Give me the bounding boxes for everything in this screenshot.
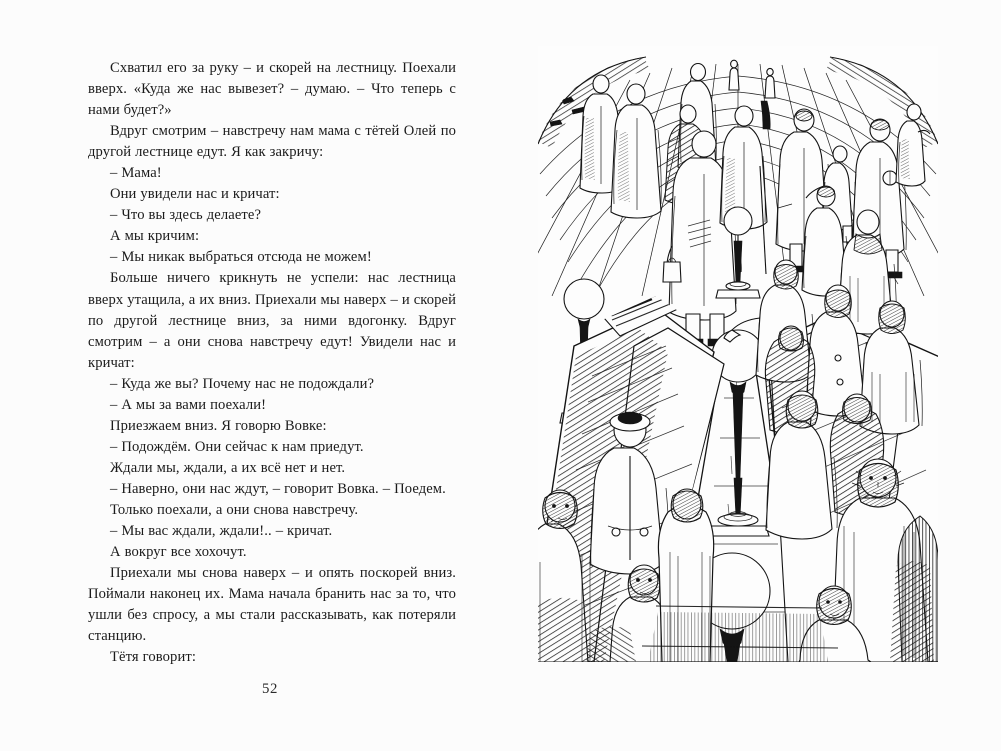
paragraph: Приехали мы снова наверх – и опять поско… — [88, 565, 456, 645]
paragraph: – А мы за вами поехали! — [110, 396, 267, 413]
paragraph: – Подождём. Они сейчас к нам приедут. — [110, 438, 364, 455]
paragraph: Больше ничего крикнуть не успели: нас ле… — [88, 270, 456, 371]
page-number: 52 — [262, 681, 278, 697]
paragraph: Только поехали, а они снова навстречу. — [110, 501, 359, 518]
paragraph: А вокруг все хохочут. — [110, 544, 247, 561]
paragraph: – Что вы здесь делаете? — [110, 207, 262, 224]
paragraph: Вдруг смотрим – навстречу нам мама с тёт… — [88, 123, 456, 161]
illustration — [538, 46, 938, 662]
paragraph: – Мама! — [110, 165, 162, 182]
paragraph: А мы кричим: — [110, 228, 200, 245]
paragraph: Тётя говорит: — [110, 649, 196, 666]
figure-walker-central — [668, 130, 737, 321]
globe-lamp-far — [715, 206, 761, 299]
paragraph: Схватил его за руку – и скорей на лестни… — [88, 60, 456, 119]
paragraph: Они увидели нас и кричат: — [110, 186, 280, 203]
paragraph: – Наверно, они нас ждут, – говорит Вовка… — [110, 480, 446, 497]
paragraph: – Мы вас ждали, ждали!.. – кричат. — [110, 523, 333, 540]
paragraph: – Мы никак выбраться отсюда не можем! — [110, 249, 372, 266]
paragraph: – Куда же вы? Почему нас не подождали? — [110, 375, 375, 392]
body-text-column: Схватил его за руку – и скорей на лестни… — [88, 58, 456, 668]
paragraph: Приезжаем вниз. Я говорю Вовке: — [110, 417, 327, 434]
globe-lamp-mid — [706, 329, 770, 537]
illustration-artwork — [538, 46, 938, 662]
paragraph: Ждали мы, ждали, а их всё нет и нет. — [110, 459, 346, 476]
